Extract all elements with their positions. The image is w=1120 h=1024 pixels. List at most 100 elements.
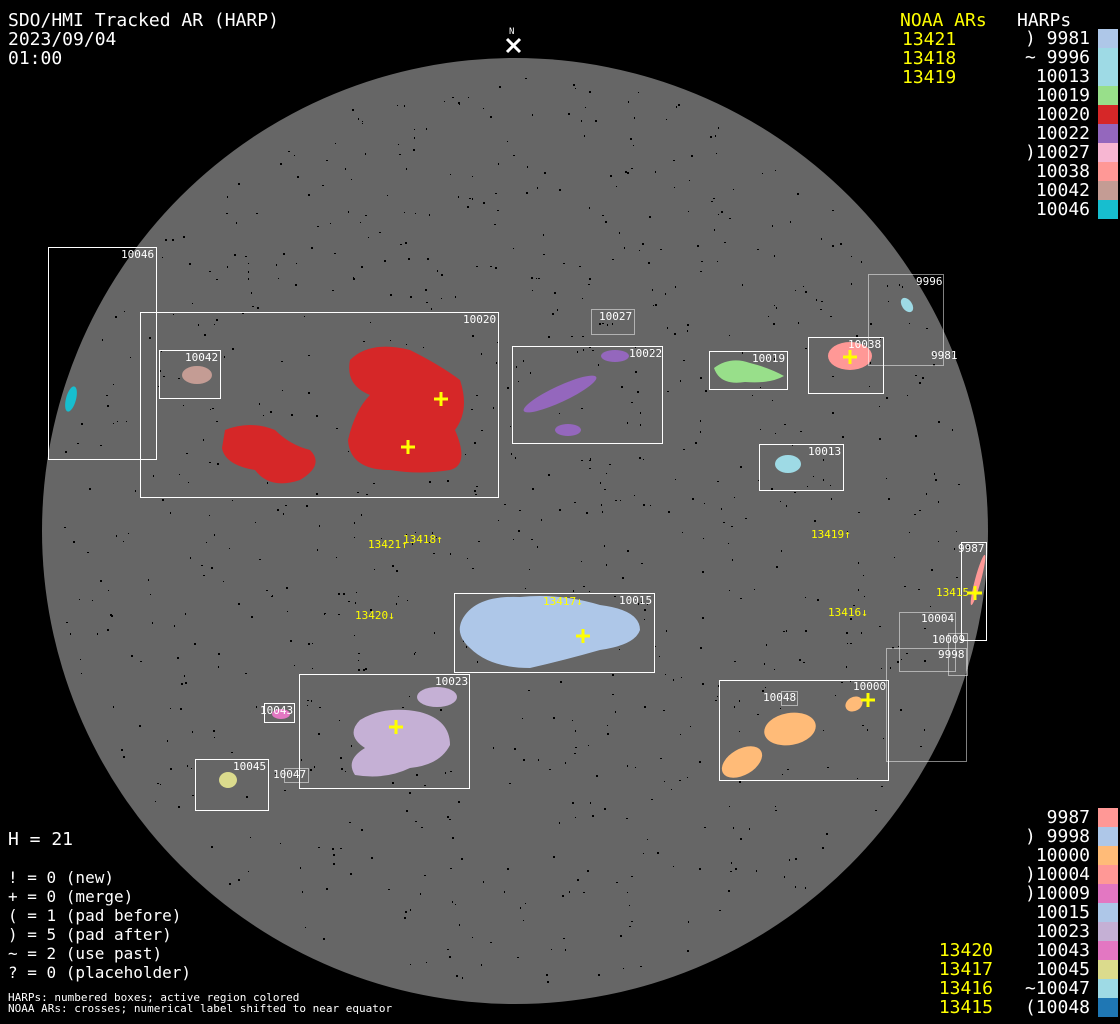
speck (612, 674, 614, 676)
color-swatch (1098, 124, 1118, 143)
speck (830, 316, 832, 317)
speck (739, 731, 740, 732)
speck (560, 681, 562, 683)
speck (644, 609, 646, 611)
speck (185, 682, 187, 684)
speck (455, 296, 456, 298)
speck (840, 243, 842, 245)
harp-label: 10042 (185, 351, 218, 364)
speck (924, 628, 926, 629)
speck (624, 247, 625, 249)
harp-box-10009[interactable] (948, 633, 968, 676)
speck (552, 313, 554, 315)
speck (886, 397, 888, 399)
speck (449, 956, 450, 958)
speck (245, 673, 247, 674)
harp-box-10023[interactable] (299, 674, 470, 789)
speck (424, 785, 426, 786)
speck (861, 632, 862, 634)
harp-box-9996[interactable] (868, 274, 944, 366)
speck (81, 673, 82, 674)
harp-box-9998[interactable] (886, 648, 967, 762)
harp-box-10004[interactable] (899, 612, 956, 672)
speck (773, 323, 775, 325)
speck (288, 151, 290, 152)
harp-box-10045[interactable] (195, 759, 269, 811)
speck (387, 195, 388, 196)
speck (409, 792, 411, 794)
speck (410, 909, 411, 911)
speck (226, 213, 228, 214)
speck (643, 853, 644, 854)
noaa-ar-item: 13416 (938, 978, 993, 999)
harp-box-10042[interactable] (159, 350, 221, 399)
speck (699, 868, 701, 870)
speck (495, 267, 497, 269)
speck (412, 543, 413, 545)
speck (184, 675, 185, 677)
noaa-crosses (389, 350, 982, 734)
speck (525, 903, 526, 904)
speck (525, 78, 527, 79)
speck (565, 762, 566, 764)
speck (476, 486, 478, 487)
harp-box-10047[interactable] (284, 768, 309, 783)
color-swatch (1098, 29, 1118, 48)
harp-label: 10015 (619, 594, 652, 607)
noaa-cross (389, 720, 403, 734)
speck (938, 421, 940, 423)
speck (881, 685, 883, 687)
speck (665, 293, 666, 295)
stat-line: ? = 0 (placeholder) (8, 963, 192, 982)
speck (559, 509, 561, 511)
harp-box-10013[interactable] (759, 444, 844, 491)
speck (584, 135, 585, 137)
harp-box-10048[interactable] (781, 691, 798, 706)
speck (795, 886, 796, 888)
harp-box-10000[interactable] (719, 680, 889, 781)
h-count: H = 21 (8, 829, 74, 850)
harp-box-10020[interactable] (140, 312, 499, 498)
speck (600, 482, 601, 484)
speck (655, 171, 656, 173)
speck (458, 196, 459, 198)
speck (472, 937, 473, 938)
speck (423, 347, 424, 348)
speck (553, 717, 555, 719)
speck (634, 117, 635, 119)
speck (705, 390, 707, 392)
noaa-ar-item: 13420 (938, 940, 993, 961)
speck (536, 278, 537, 279)
speck (218, 666, 219, 668)
harp-legend-label: 10022 (1035, 123, 1090, 144)
speck (216, 421, 218, 422)
speck (952, 429, 953, 431)
harp-box-10022[interactable] (512, 346, 663, 444)
speck (426, 962, 427, 963)
speck (760, 429, 761, 430)
speck (574, 753, 576, 754)
speck (425, 289, 427, 291)
speck (523, 920, 524, 921)
speck (700, 647, 702, 649)
speck (529, 569, 530, 570)
speck (930, 606, 931, 607)
speck (637, 391, 639, 393)
speck (631, 921, 633, 922)
speck (823, 730, 824, 731)
harp-box-10046[interactable] (48, 247, 157, 460)
speck (121, 749, 123, 751)
speck (532, 114, 533, 116)
harp-box-10043[interactable] (264, 703, 295, 723)
speck (967, 547, 969, 549)
speck (362, 123, 363, 124)
color-swatch (1098, 200, 1118, 219)
speck (515, 457, 516, 459)
speck (305, 927, 306, 928)
harp-box-10015[interactable] (454, 593, 655, 673)
date: 2023/09/04 (8, 29, 117, 50)
harp-box-10019[interactable] (709, 351, 788, 390)
speck (511, 453, 512, 455)
region-10043 (272, 709, 290, 719)
harp-box-9987[interactable] (961, 542, 987, 641)
